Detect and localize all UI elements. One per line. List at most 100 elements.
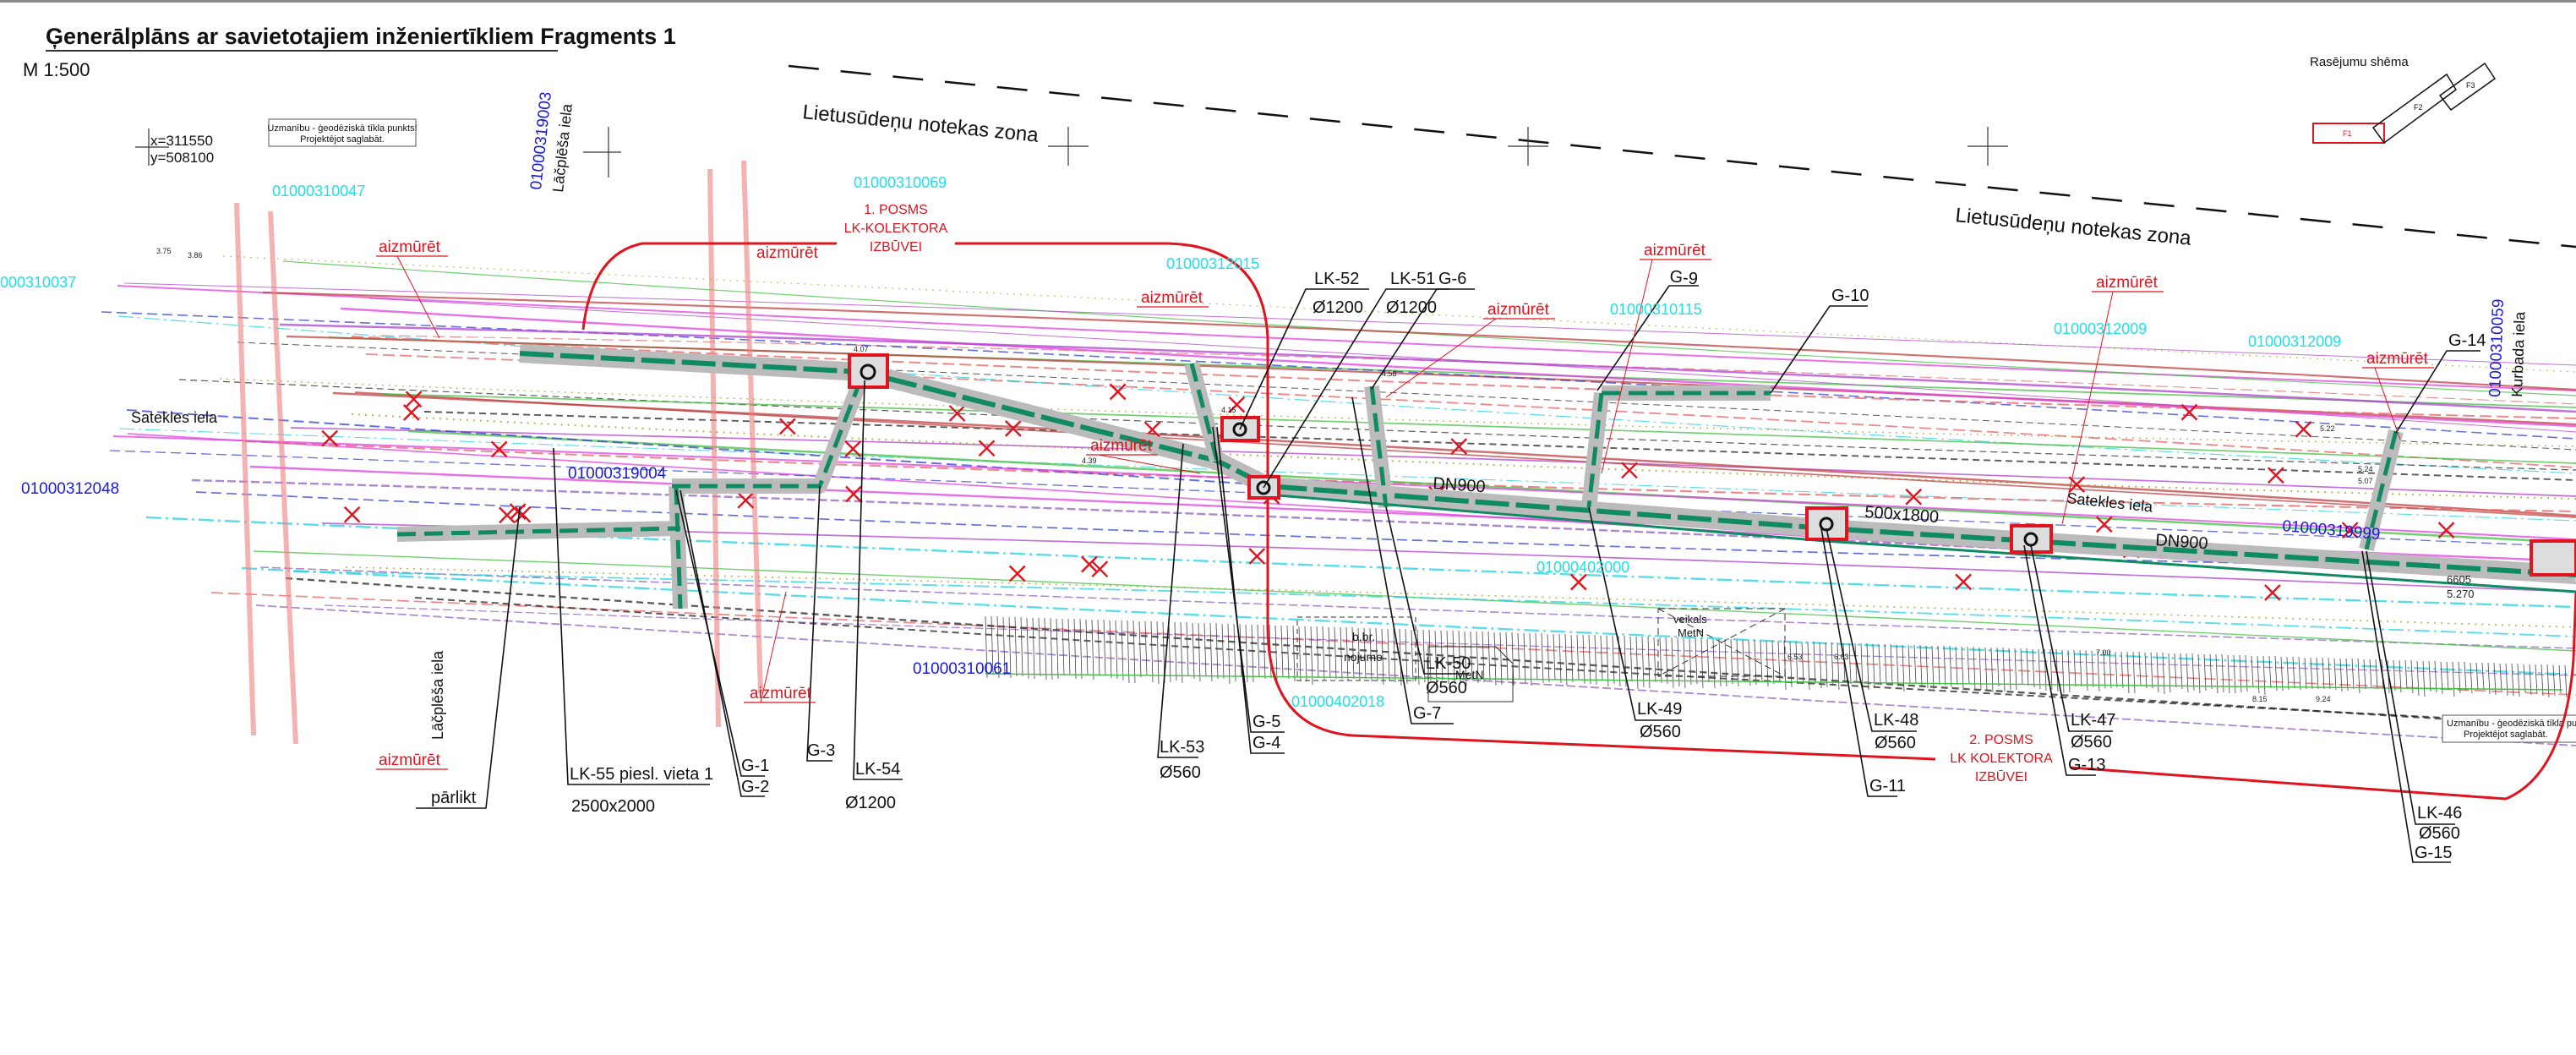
utility-line bbox=[707, 168, 721, 728]
slope-hatch-line bbox=[2061, 649, 2065, 694]
slope-hatch-line bbox=[1405, 628, 1408, 685]
slope-hatch-line bbox=[2079, 649, 2082, 687]
slope-hatch-line bbox=[1044, 617, 1047, 681]
slope-hatch-line bbox=[1014, 616, 1018, 677]
slope-hatch-line bbox=[1310, 626, 1313, 686]
slope-hatch-line bbox=[2505, 663, 2508, 697]
slope-hatch-line bbox=[1263, 624, 1266, 680]
drawing-scheme[interactable]: Rasējumu shēma F1 F2 F3 bbox=[2310, 55, 2497, 145]
svg-text:aizmūrēt: aizmūrēt bbox=[379, 238, 441, 256]
slope-hatch-line bbox=[2049, 648, 2053, 691]
slope-hatch-line bbox=[1996, 647, 2000, 687]
elevation-marks: 4.07 4.15 4.39 4.58 5.22 5.24 5.07 6.53 … bbox=[156, 247, 2475, 703]
slope-hatch-line bbox=[1760, 640, 1763, 683]
removal-mark-icon bbox=[2341, 522, 2359, 539]
svg-text:aizmūrēt: aizmūrēt bbox=[1141, 289, 1203, 307]
scheme-frame-f2-label: F2 bbox=[2414, 103, 2423, 112]
removal-mark-icon bbox=[2437, 522, 2455, 538]
svg-text:MetN: MetN bbox=[1455, 668, 1483, 681]
slope-hatch-line bbox=[1558, 633, 1562, 684]
pipe-label-dn900-2: DN900 bbox=[2155, 531, 2209, 553]
building-veikals: veikals MetN bbox=[1657, 608, 1786, 677]
manhole-box-lk47[interactable] bbox=[2010, 524, 2053, 554]
svg-text:aizmūrēt: aizmūrēt bbox=[1644, 242, 1706, 260]
removal-mark-icon bbox=[845, 485, 862, 503]
slope-hatch-line bbox=[1008, 616, 1012, 679]
slope-hatch-line bbox=[1168, 621, 1171, 683]
slope-hatch-line bbox=[2038, 648, 2041, 690]
utility-line bbox=[262, 291, 2576, 391]
scheme-frame-f3-label: F3 bbox=[2466, 81, 2475, 90]
slope-hatch-line bbox=[1050, 617, 1053, 681]
svg-text:5.24: 5.24 bbox=[2358, 465, 2373, 473]
label-g1: G-1 bbox=[741, 757, 769, 775]
slope-hatch-line bbox=[1819, 642, 1822, 689]
slope-hatch-line bbox=[1316, 626, 1319, 679]
slope-hatch-line bbox=[1499, 631, 1503, 686]
slope-hatch-line bbox=[1789, 641, 1793, 688]
slope-hatch-line bbox=[1150, 620, 1154, 683]
slope-hatch-line bbox=[1079, 618, 1083, 680]
slope-hatch-line bbox=[1689, 637, 1692, 686]
slope-hatch-line bbox=[2416, 660, 2420, 697]
slope-hatch-line bbox=[2120, 651, 2124, 689]
svg-text:9.24: 9.24 bbox=[2316, 695, 2331, 703]
removal-mark-icon bbox=[978, 440, 996, 457]
slope-hatch-line bbox=[1476, 631, 1479, 684]
label-g10: G-10 bbox=[1831, 287, 1869, 305]
utility-line bbox=[290, 427, 2576, 497]
pipe-label-dn900-1: DN900 bbox=[1433, 474, 1487, 496]
slope-hatch-line bbox=[2428, 660, 2431, 692]
slope-hatch-line bbox=[1541, 632, 1544, 684]
slope-hatch-line bbox=[1907, 644, 1911, 684]
street-kurbada: Kurbada iela bbox=[2508, 310, 2529, 397]
svg-text:3.75: 3.75 bbox=[156, 247, 172, 255]
slope-hatch-line bbox=[2316, 657, 2319, 690]
slope-hatch-line bbox=[2268, 655, 2272, 689]
manhole-box-lk48[interactable] bbox=[1805, 506, 1848, 541]
slope-hatch-line bbox=[1493, 631, 1497, 686]
slope-hatch-line bbox=[2209, 653, 2213, 690]
scheme-frame-f1[interactable] bbox=[2312, 123, 2385, 144]
slope-hatch-line bbox=[1677, 637, 1680, 687]
removal-mark-icon bbox=[402, 404, 420, 421]
slope-hatch-line bbox=[1351, 626, 1355, 680]
slope-hatch-line bbox=[1186, 621, 1189, 677]
manhole-box-lk54[interactable] bbox=[848, 353, 889, 389]
slope-hatch-line bbox=[1274, 625, 1278, 681]
slope-hatch-line bbox=[1369, 627, 1373, 682]
slope-hatch-line bbox=[2115, 651, 2118, 688]
svg-text:aizmūrēt: aizmūrēt bbox=[1487, 301, 1550, 319]
utility-line bbox=[210, 592, 2576, 696]
slope-hatch-line bbox=[1754, 639, 1757, 686]
slope-hatch-line bbox=[1399, 628, 1402, 686]
slope-hatch-line bbox=[1736, 639, 1739, 687]
removal-mark-icon bbox=[844, 440, 862, 457]
slope-hatch-line bbox=[1860, 642, 1864, 690]
manhole-box-lk46[interactable] bbox=[2530, 539, 2576, 577]
slope-hatch-line bbox=[1020, 616, 1023, 677]
svg-text:IZBŪVEI: IZBŪVEI bbox=[870, 239, 922, 254]
slope-hatch-line bbox=[2541, 664, 2544, 697]
label-parlikt: pārlikt bbox=[431, 789, 477, 807]
slope-hatch-line bbox=[1464, 631, 1467, 686]
slope-hatch-line bbox=[1931, 645, 1935, 690]
svg-text:MetN: MetN bbox=[1678, 626, 1704, 639]
slope-hatch-line bbox=[1115, 620, 1118, 680]
slope-hatch-line bbox=[2227, 654, 2230, 694]
slope-hatch-line bbox=[2150, 652, 2153, 689]
scheme-frame-f3[interactable] bbox=[2438, 62, 2497, 112]
utility-line bbox=[117, 285, 2576, 391]
svg-text:6.53: 6.53 bbox=[1787, 653, 1803, 661]
slope-hatch-line bbox=[2109, 650, 2112, 689]
slope-hatch-line bbox=[1801, 641, 1804, 685]
slope-hatch-line bbox=[1482, 631, 1485, 683]
collector-lk1[interactable] bbox=[396, 344, 2576, 609]
slope-hatch-line bbox=[1245, 624, 1248, 683]
slope-hatch-line bbox=[1582, 634, 1585, 685]
slope-hatch-line bbox=[1416, 629, 1420, 686]
scheme-frame-f2[interactable] bbox=[2371, 73, 2457, 145]
slope-hatch-line bbox=[1357, 627, 1361, 681]
slope-hatch-line bbox=[2475, 662, 2479, 691]
